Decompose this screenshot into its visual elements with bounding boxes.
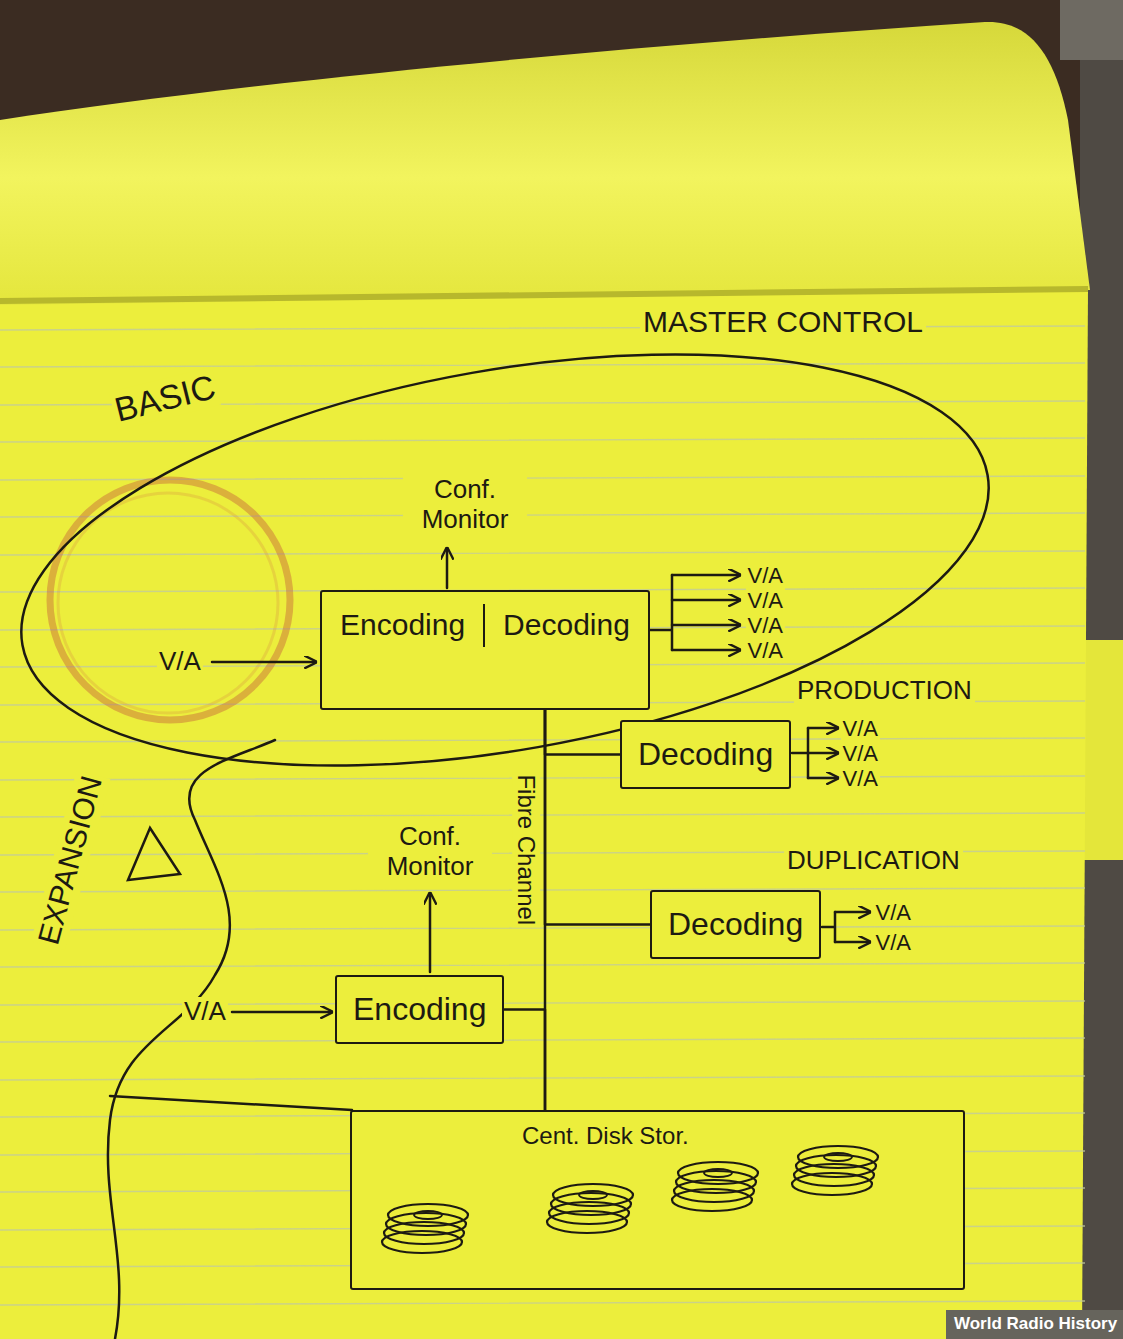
signal-label: V/A [746, 563, 785, 588]
decoder-box: PRODUCTIONDecoding [620, 720, 791, 789]
encoder-box: Encoding [335, 975, 504, 1044]
signal-label: V/A [157, 647, 203, 677]
bus-connector [504, 1009, 545, 1110]
decoder-box: DUPLICATIONDecoding [650, 890, 821, 959]
input-arrow [212, 661, 316, 664]
signal-label: V/A [841, 766, 880, 791]
box-label: Decoding [668, 906, 803, 943]
watermark: World Radio History [946, 1310, 1123, 1339]
page-edge [1060, 0, 1123, 60]
output-bracket [792, 728, 808, 778]
ruled-lines [0, 326, 1085, 1305]
box-label: Encoding [322, 604, 483, 647]
bus-label: Fibre Channel [512, 772, 540, 927]
output-arrow [672, 599, 740, 602]
output-bracket [648, 575, 672, 650]
box-label: Decoding [638, 736, 773, 773]
disk-platter [553, 1184, 633, 1206]
monitor-arrow [446, 548, 449, 588]
disk-platter [798, 1146, 878, 1168]
output-bracket [822, 912, 835, 942]
signal-label: V/A [746, 638, 785, 663]
storage-top-line [110, 1096, 352, 1110]
disk-platter [388, 1204, 468, 1226]
section-heading: PRODUCTION [794, 676, 975, 706]
box-label: Encoding [353, 991, 486, 1028]
coffee-ring [50, 480, 290, 720]
signal-label: V/A [746, 613, 785, 638]
fold-shadow [0, 289, 1088, 301]
codec-box: EncodingDecoding [320, 590, 650, 710]
output-arrow [672, 649, 740, 652]
box-label: Decoding [483, 604, 648, 647]
delta-symbol [128, 828, 180, 880]
disk-hub [579, 1191, 607, 1199]
output-arrow [672, 624, 740, 627]
input-arrow [232, 1011, 332, 1014]
box-label: Cent. Disk Stor. [522, 1122, 689, 1150]
region-label: BASIC [109, 366, 221, 430]
expansion-divider [108, 740, 275, 1339]
signal-label: V/A [182, 997, 228, 1027]
storage-box: Cent. Disk Stor. [350, 1110, 965, 1290]
coffee-ring [58, 493, 278, 713]
signal-label: V/A [874, 900, 913, 925]
output-arrow [808, 727, 838, 730]
disk-hub [704, 1169, 732, 1177]
signal-label: V/A [746, 588, 785, 613]
region-label: EXPANSION [30, 770, 109, 950]
section-heading: DUPLICATION [784, 846, 963, 876]
output-arrow [808, 777, 838, 780]
signal-label: V/A [841, 741, 880, 766]
disk-hub [824, 1153, 852, 1161]
disk-hub [414, 1211, 442, 1219]
disk-platter [678, 1162, 758, 1184]
ellipse-line [0, 288, 1021, 832]
output-arrow [835, 911, 870, 914]
signal-label: V/A [874, 930, 913, 955]
output-arrow [672, 574, 740, 577]
output-arrow [835, 941, 870, 944]
monitor-label: Conf. Monitor [403, 475, 527, 535]
output-arrow [808, 752, 838, 755]
region-heading: MASTER CONTROL [640, 305, 926, 340]
pad-page [0, 288, 1088, 1339]
monitor-label: Conf. Monitor [368, 822, 492, 882]
signal-label: V/A [841, 716, 880, 741]
pad-curl [0, 22, 1090, 305]
monitor-arrow [429, 893, 432, 972]
